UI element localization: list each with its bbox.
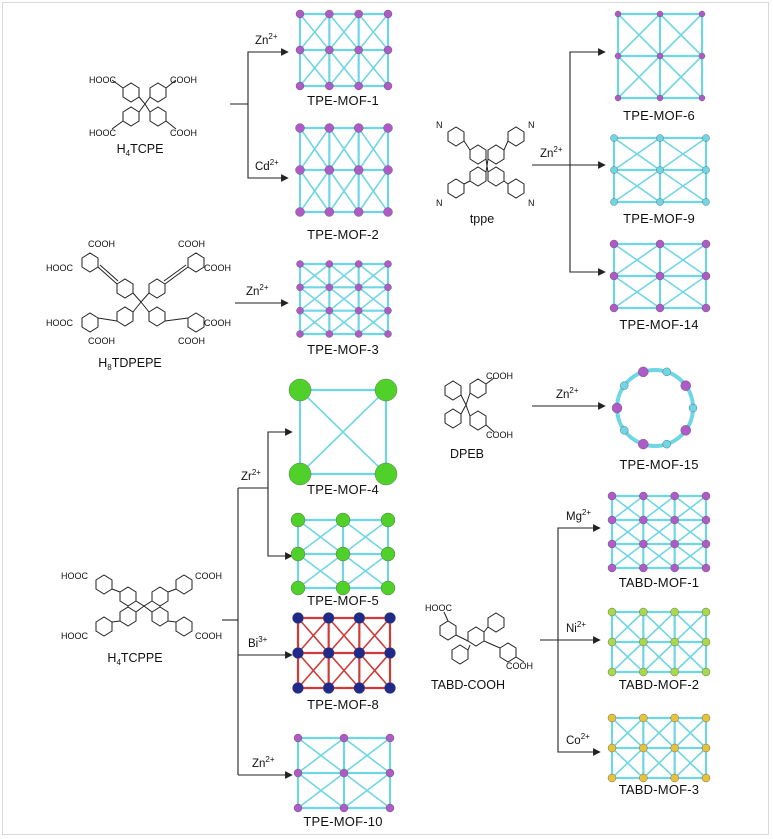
mof-6-structure bbox=[614, 10, 706, 102]
dpeb-group-bottom: COOH bbox=[486, 430, 513, 440]
tabd-mof-2-structure bbox=[607, 607, 711, 677]
tabd-mof-label-3: TABD-MOF-3 bbox=[618, 782, 700, 797]
ion-label-zn-mof10: Zn2+ bbox=[252, 755, 275, 770]
ion-label-co: Co2+ bbox=[566, 732, 590, 747]
ion-label-zn-mof3: Zn2+ bbox=[246, 283, 269, 298]
h4tcppe-group-br: COOH bbox=[195, 631, 222, 641]
tabd-mof-3-structure bbox=[607, 713, 711, 783]
dpeb-structure bbox=[444, 377, 495, 433]
arrow-mg-to-tabd1 bbox=[557, 524, 601, 640]
mof-15-structure bbox=[611, 366, 698, 450]
h8tdpepe-group-2: COOH bbox=[178, 239, 205, 249]
ion-label-cd-mof2: Cd2+ bbox=[255, 158, 279, 173]
mof-14-structure bbox=[609, 239, 711, 313]
tabd-structure bbox=[439, 611, 525, 665]
tabd-group-bottom: COOH bbox=[506, 661, 533, 671]
h8tdpepe-group-3: HOOC bbox=[46, 263, 73, 273]
arrow-zn-to-mof14 bbox=[569, 165, 606, 276]
ion-label-zn-tppe: Zn2+ bbox=[540, 145, 563, 160]
dpeb-group-top: COOH bbox=[486, 371, 513, 381]
ligand-name-h8tdpepe: H8TDPEPE bbox=[98, 356, 162, 372]
tppe-structure bbox=[447, 126, 525, 199]
h4tcpe-group-bl: HOOC bbox=[89, 128, 116, 138]
ligand-name-h4tcpe: H4TCPE bbox=[116, 142, 164, 158]
ion-label-ni: Ni2+ bbox=[566, 620, 586, 635]
h8tdpepe-group-6: COOH bbox=[204, 318, 231, 328]
h8tdpepe-structure bbox=[81, 252, 205, 333]
arrow-zn-to-mof1 bbox=[247, 48, 289, 104]
arrow-cd-to-mof2 bbox=[247, 104, 289, 182]
ion-label-zr: Zr2+ bbox=[241, 468, 261, 483]
tabd-group-top: HOOC bbox=[425, 603, 452, 613]
tabd-mof-label-1: TABD-MOF-1 bbox=[618, 575, 700, 590]
mof-1-structure bbox=[295, 9, 393, 91]
mof-4-structure bbox=[288, 378, 398, 486]
tppe-n-bl: N bbox=[436, 198, 443, 208]
mof-label-3: TPE-MOF-3 bbox=[307, 342, 379, 357]
h4tcppe-group-bl: HOOC bbox=[61, 631, 88, 641]
mof-label-9: TPE-MOF-9 bbox=[623, 211, 695, 226]
h4tcppe-group-tl: HOOC bbox=[61, 571, 88, 581]
ligand-name-tppe: tppe bbox=[469, 212, 495, 226]
h4tcpe-group-tr: COOH bbox=[170, 75, 197, 85]
h4tcppe-group-tr: COOH bbox=[195, 571, 222, 581]
arrow-zr-to-mof4 bbox=[267, 428, 293, 488]
tabd-mof-label-2: TABD-MOF-2 bbox=[618, 677, 700, 692]
ligand-name-tabd-cooh: TABD-COOH bbox=[430, 678, 506, 692]
h8tdpepe-group-4: COOH bbox=[204, 263, 231, 273]
mof-label-6: TPE-MOF-6 bbox=[623, 108, 695, 123]
arrow-zn-to-mof6 bbox=[569, 48, 606, 165]
mof-label-1: TPE-MOF-1 bbox=[307, 93, 379, 108]
h8tdpepe-group-5: HOOC bbox=[46, 318, 73, 328]
mof-label-14: TPE-MOF-14 bbox=[619, 317, 699, 332]
h8tdpepe-group-8: COOH bbox=[178, 336, 205, 346]
ion-label-bi: Bi3+ bbox=[248, 635, 268, 650]
mof-label-5: TPE-MOF-5 bbox=[307, 593, 379, 608]
mof-8-structure bbox=[292, 612, 396, 694]
mof-3-structure bbox=[296, 260, 392, 338]
mof-label-8: TPE-MOF-8 bbox=[307, 697, 379, 712]
mof-label-10: TPE-MOF-10 bbox=[303, 814, 383, 829]
mof-2-structure bbox=[295, 123, 393, 217]
mof-9-structure bbox=[610, 134, 710, 206]
ligand-name-h4tcppe: H4TCPPE bbox=[107, 651, 163, 667]
arrow-zr-to-mof5 bbox=[267, 488, 293, 560]
mof-label-4: TPE-MOF-4 bbox=[307, 482, 379, 497]
mof-label-2: TPE-MOF-2 bbox=[307, 227, 379, 242]
h4tcpe-group-tl: HOOC bbox=[89, 75, 116, 85]
mof-10-structure bbox=[293, 733, 395, 813]
h4tcppe-structure bbox=[95, 574, 193, 637]
tppe-n-br: N bbox=[528, 198, 535, 208]
arrow-co-to-tabd3 bbox=[557, 640, 601, 756]
h4tcpe-structure bbox=[111, 79, 177, 130]
h8tdpepe-group-7: COOH bbox=[88, 336, 115, 346]
mof-label-15: TPE-MOF-15 bbox=[619, 457, 699, 472]
tabd-mof-1-structure bbox=[607, 491, 711, 573]
tppe-n-tr: N bbox=[528, 120, 535, 130]
h8tdpepe-group-1: COOH bbox=[88, 239, 115, 249]
ion-label-mg: Mg2+ bbox=[566, 508, 592, 523]
h4tcpe-group-br: COOH bbox=[170, 128, 197, 138]
ion-label-zn-mof15: Zn2+ bbox=[556, 386, 579, 401]
mof-5-structure bbox=[290, 512, 396, 596]
ligand-name-dpeb: DPEB bbox=[449, 447, 485, 461]
ion-label-zn-mof1: Zn2+ bbox=[255, 32, 278, 47]
tppe-n-tl: N bbox=[436, 120, 443, 130]
